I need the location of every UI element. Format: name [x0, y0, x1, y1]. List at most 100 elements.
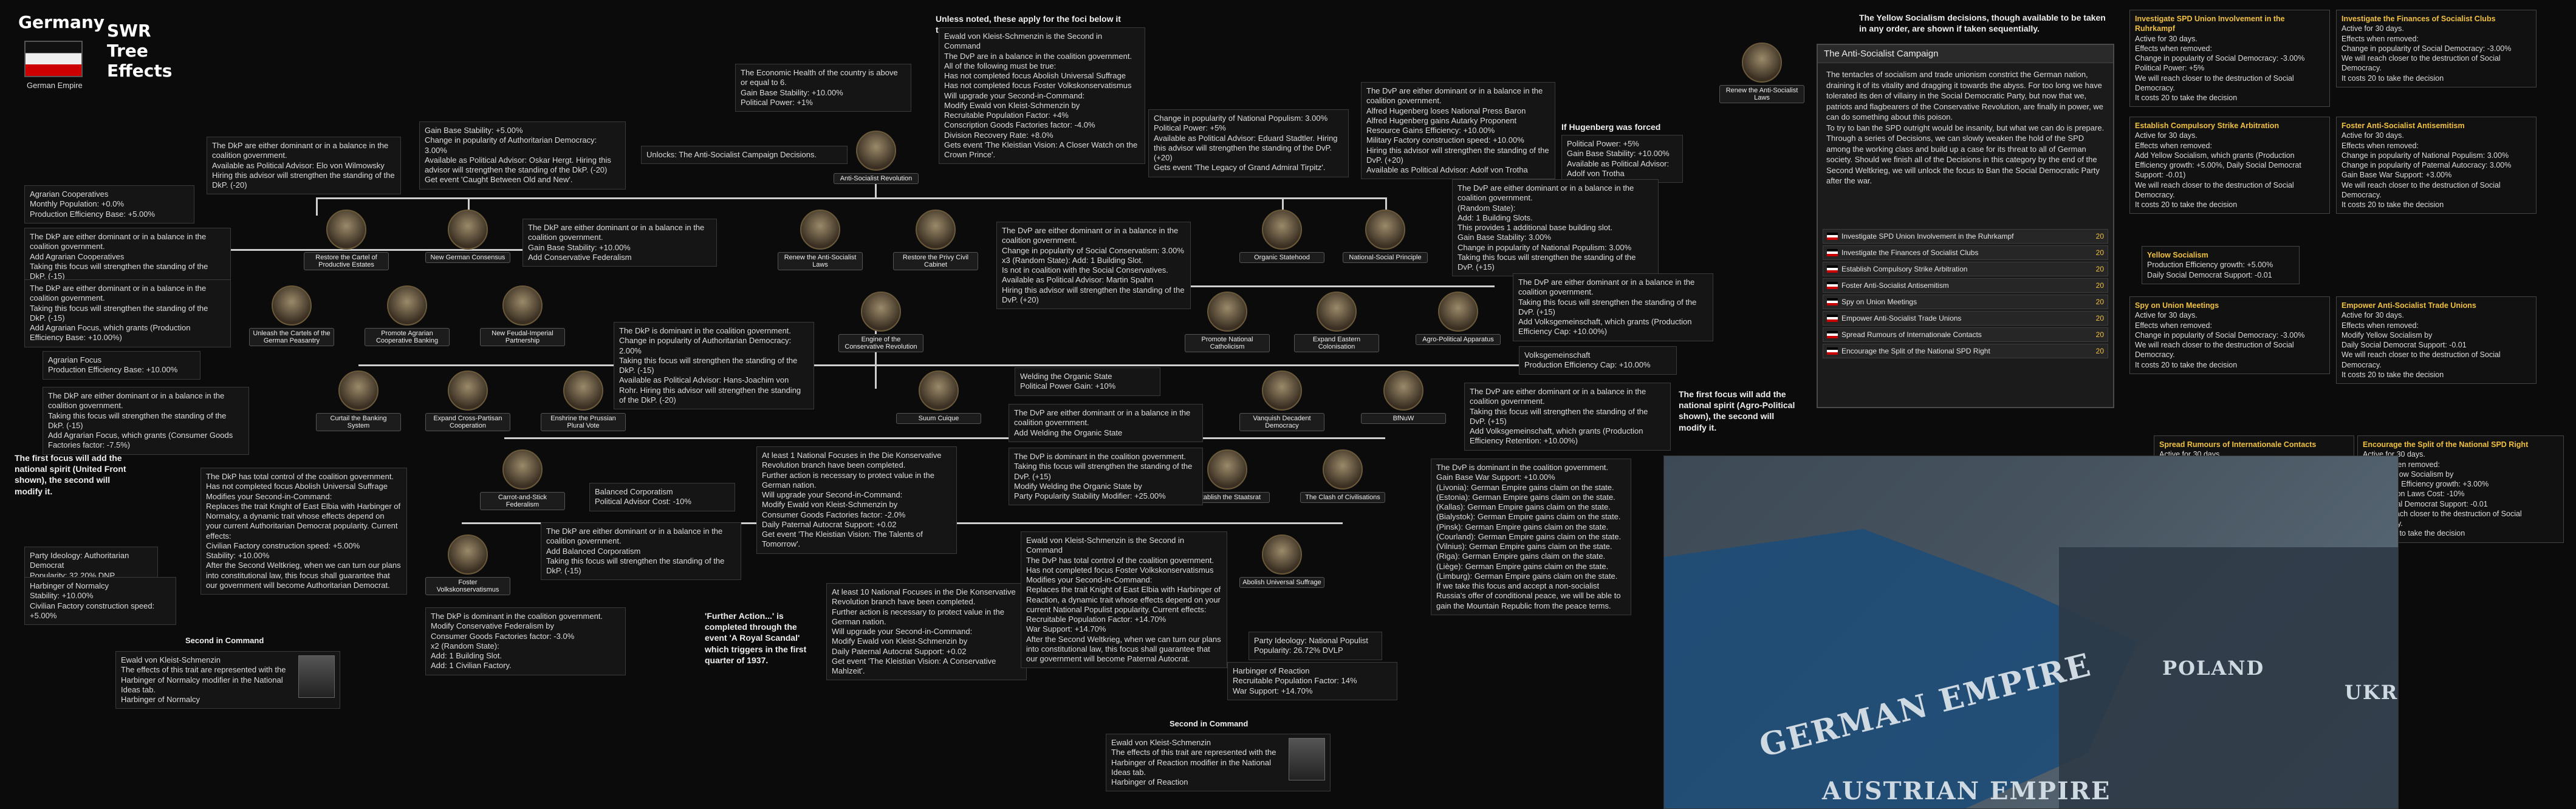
decision-cost: 20 [2095, 314, 2104, 323]
focus-icon [387, 285, 427, 326]
map-label: POLAND [2162, 657, 2265, 680]
info-dkp-dominant-3: The DkP are either dominant or in a bala… [541, 522, 741, 581]
focus-label: Abolish Universal Suffrage [1239, 577, 1324, 588]
info-dkp-wilmowsky: The DkP are either dominant or in a bala… [207, 137, 401, 195]
focus-label: Suum Cuique [896, 413, 981, 424]
effect-title: Encourage the Split of the National SPD … [2363, 440, 2529, 449]
focus-label: Organic Statehood [1239, 252, 1324, 263]
info-dvp-social-conservatives: The DvP are either dominant or in a bala… [996, 222, 1191, 309]
focus-bfnuw[interactable]: BfNuW [1361, 370, 1446, 424]
focus-icon [448, 534, 488, 575]
info-dkp-balance-3: The DkP are either dominant or in a bala… [43, 387, 249, 455]
effect-body: Active for 30 days. Effects when removed… [2135, 34, 2305, 103]
german-flag-icon [24, 41, 83, 77]
map-label: AUSTRIAN EMPIRE [1822, 777, 2111, 805]
info-np-popularity: Change in popularity of National Populis… [1148, 109, 1349, 177]
title-line-1: SWR [107, 21, 151, 41]
focus-vanquish-decadent-democracy[interactable]: Vanquish Decadent Democracy [1239, 370, 1324, 431]
focus-suum-cuique[interactable]: Suum Cuique [896, 370, 981, 424]
focus-icon [1317, 292, 1357, 332]
focus-expand-cross-partisan[interactable]: Expand Cross-Partisan Cooperation [425, 370, 510, 431]
focus-icon [502, 449, 543, 490]
focus-expand-eastern-colonisation[interactable]: Expand Eastern Colonisation [1294, 292, 1379, 352]
focus-restore-cartel[interactable]: Restore the Cartel of Productive Estates [304, 210, 389, 270]
ewald-left-text: Ewald von Kleist-Schmenzin The effects o… [121, 655, 286, 704]
focus-promote-national-catholicism[interactable]: Promote National Catholicism [1185, 292, 1270, 352]
focus-promote-agrarian-banking[interactable]: Promote Agrarian Cooperative Banking [365, 285, 450, 346]
info-welding-organic-state: Welding the Organic State Political Powe… [1015, 367, 1160, 396]
focus-label: Curtail the Banking System [316, 413, 401, 431]
page-title: SWR Tree Effects [107, 21, 172, 81]
effect-body: Active for 30 days. Effects when removed… [2341, 24, 2512, 83]
focus-organic-statehood[interactable]: Organic Statehood [1239, 210, 1324, 263]
map-view[interactable]: GERMAN EMPIRE POLAND AUSTRIAN EMPIRE UKR [1663, 456, 2399, 809]
effect-title: Yellow Socialism [2147, 251, 2208, 259]
focus-establish-staatsrat[interactable]: Establish the Staatsrat [1185, 449, 1270, 503]
focus-icon [272, 285, 312, 326]
focus-label: Promote Agrarian Cooperative Banking [365, 328, 450, 346]
info-dkp-dominant-2: The DkP is dominant in the coalition gov… [614, 322, 814, 409]
focus-icon [1365, 210, 1405, 250]
decision-cost: 20 [2095, 265, 2104, 273]
tree-line [1385, 197, 1387, 216]
decision-cost: 20 [2095, 347, 2104, 355]
decision-label: Empower Anti-Socialist Trade Unions [1841, 314, 1962, 323]
focus-label: Restore the Privy Civil Cabinet [893, 252, 978, 270]
focus-new-german-consensus[interactable]: New German Consensus [425, 210, 510, 263]
info-hugenberg-forced: Political Power: +5% Gain Base Stability… [1561, 135, 1683, 183]
focus-new-feudal-partnership[interactable]: New Feudal-Imperial Partnership [480, 285, 565, 346]
map-region [2059, 547, 2398, 808]
focus-label: Agro-Political Apparatus [1416, 334, 1501, 345]
focus-abolish-universal-suffrage[interactable]: Abolish Universal Suffrage [1239, 534, 1324, 588]
tree-line [316, 197, 318, 216]
effect-title: Foster Anti-Socialist Antisemitism [2341, 121, 2465, 130]
note-yellow-socialism: The Yellow Socialism decisions, though a… [1859, 13, 2106, 34]
tree-line [875, 322, 877, 389]
focus-curtail-banking-system[interactable]: Curtail the Banking System [316, 370, 401, 431]
effect-body: Active for 30 days. Effects when removed… [2135, 311, 2305, 369]
decision-item[interactable]: Investigate the Finances of Socialist Cl… [1823, 245, 2108, 260]
focus-icon [1323, 449, 1363, 490]
flag-icon [1827, 331, 1838, 338]
country-subtitle: German Empire [27, 81, 83, 90]
focus-foster-volkskonservatismus[interactable]: Foster Volkskonservatismus [425, 534, 510, 595]
focus-clash-of-civilisations[interactable]: The Clash of Civilisations [1300, 449, 1385, 503]
flag-icon [1827, 315, 1838, 322]
info-economic-health: The Economic Health of the country is ab… [735, 64, 911, 112]
campaign-body: The tentacles of socialism and trade uni… [1826, 70, 2105, 186]
focus-renew-anti-socialist-laws[interactable]: Renew the Anti-Socialist Laws [778, 210, 863, 270]
info-dvp-volks-2: The DvP are either dominant or in a bala… [1464, 383, 1671, 451]
campaign-title: The Anti-Socialist Campaign [1818, 45, 2113, 63]
decision-item[interactable]: Encourage the Split of the National SPD … [1823, 344, 2108, 358]
focus-icon [916, 210, 956, 250]
focus-enshrine-prussian-plural-vote[interactable]: Enshrine the Prussian Plural Vote [541, 370, 626, 431]
decision-item[interactable]: Empower Anti-Socialist Trade Unions 20 [1823, 311, 2108, 326]
info-at-least-1-focus: At least 1 National Focuses in the Die K… [756, 446, 957, 554]
focus-icon [326, 210, 366, 250]
focus-carrot-stick-federalism[interactable]: Carrot-and-Stick Federalism [480, 449, 565, 510]
focus-engine-conservative-revolution[interactable]: Engine of the Conservative Revolution [838, 292, 923, 352]
decision-item[interactable]: Spread Rumours of Internationale Contact… [1823, 327, 2108, 342]
info-ewald-right: Ewald von Kleist-Schmenzin The effects o… [1106, 734, 1331, 792]
flag-icon [1827, 249, 1838, 256]
focus-renew-anti-socialist-laws-2[interactable]: Renew the Anti-Socialist Laws [1719, 43, 1804, 103]
decision-item[interactable]: Investigate SPD Union Involvement in the… [1823, 229, 2108, 244]
tree-line [468, 197, 470, 216]
info-volksgemeinschaft: Volksgemeinschaft Production Efficiency … [1519, 346, 1677, 375]
focus-restore-privy-civil-cabinet[interactable]: Restore the Privy Civil Cabinet [893, 210, 978, 270]
focus-label: Anti-Socialist Revolution [834, 173, 919, 184]
map-label: UKR [2345, 681, 2399, 704]
focus-national-social-principle[interactable]: National-Social Principle [1343, 210, 1428, 263]
focus-icon [1742, 43, 1782, 83]
info-party-ideology-right: Party Ideology: National Populist Popula… [1249, 632, 1382, 660]
focus-label: Renew the Anti-Socialist Laws [1719, 85, 1804, 103]
focus-unleash-cartels[interactable]: Unleash the Cartels of the German Peasan… [249, 285, 334, 346]
focus-anti-socialist-revolution[interactable]: Anti-Socialist Revolution [834, 131, 919, 184]
info-unlocks: Unlocks: The Anti-Socialist Campaign Dec… [641, 146, 848, 165]
focus-icon [448, 370, 488, 411]
focus-agro-political-apparatus[interactable]: Agro-Political Apparatus [1416, 292, 1501, 345]
